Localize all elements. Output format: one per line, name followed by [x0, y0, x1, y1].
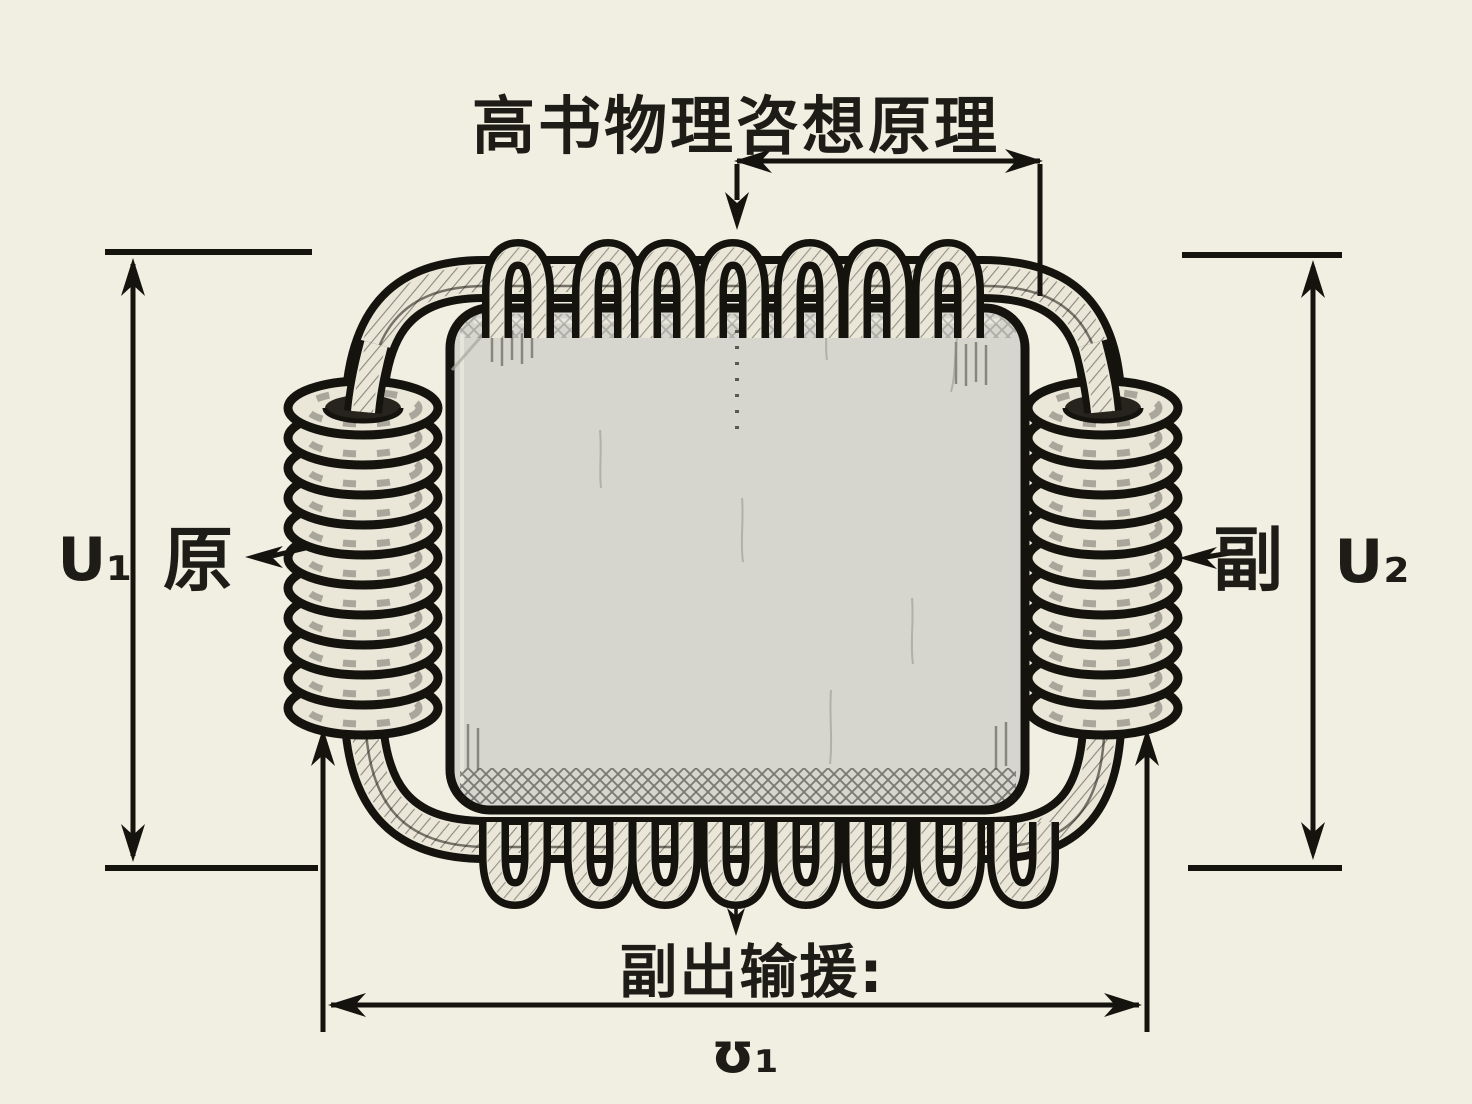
secondary-coil [1028, 339, 1178, 735]
bottom-span-arrow-right-icon [1104, 993, 1142, 1017]
secondary-pointer-arrow-icon [1179, 547, 1217, 569]
core-bottom-hatch-band [460, 768, 1016, 804]
secondary-voltage-label: U₂ [1335, 527, 1410, 597]
primary-voltage-label: U₁ [58, 525, 133, 595]
primary-pointer-arrow-icon [245, 546, 283, 568]
u1-arrow-up-icon [121, 258, 145, 296]
primary-winding-label: 原 [163, 519, 233, 601]
iron-core [445, 303, 1030, 815]
top-span-arrow-right-icon [1005, 149, 1043, 173]
bottom-right-arrow-up-icon [1135, 728, 1159, 766]
core-block [445, 303, 1030, 815]
primary-coil [288, 339, 438, 735]
u1-arrow-down-icon [121, 824, 145, 862]
secondary-pointer-line [1205, 548, 1243, 560]
top-span-arrow-down-icon [725, 192, 749, 230]
u2-arrow-down-icon [1301, 822, 1325, 860]
bottom-left-arrow-up-icon [311, 728, 335, 766]
caption-leader-arrow-icon [727, 908, 745, 936]
dimension-lines [105, 158, 1342, 1032]
arrowheads [121, 149, 1325, 1017]
bottom-caption: 副出输援: [619, 938, 884, 1006]
diagram-title: 高书物理咨想原理 [472, 90, 1000, 163]
turns-symbol-label: ʊ₁ [711, 1021, 779, 1086]
bottom-span-arrow-left-icon [328, 993, 366, 1017]
secondary-winding-label: 副 [1213, 519, 1283, 601]
u2-arrow-up-icon [1301, 260, 1325, 298]
primary-pointer-line [271, 544, 311, 559]
top-span-arrow-left-icon [734, 149, 772, 173]
